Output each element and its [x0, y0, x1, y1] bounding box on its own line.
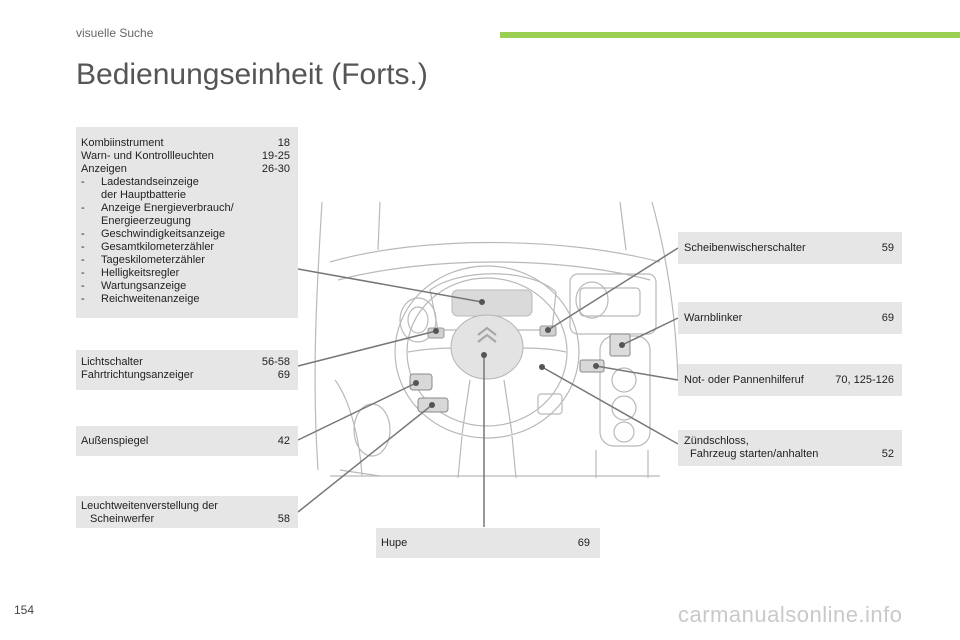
header-accent-bar	[500, 32, 960, 38]
ref-page: 18	[277, 137, 290, 149]
panel-lichtschalter: Lichtschalter 56-58 Fahrtrichtungsanzeig…	[76, 350, 298, 390]
ref-label: Fahrzeug starten/anhalten	[690, 448, 819, 460]
sub-item: -Helligkeitsregler	[81, 267, 180, 279]
panel-hupe: Hupe 69	[376, 528, 600, 558]
sub-item: -Wartungsanzeige	[81, 280, 187, 292]
ref-row: Fahrtrichtungsanzeiger 69	[81, 369, 290, 382]
sub-item: Energieerzeugung	[101, 215, 191, 227]
ref-label: Zündschloss,	[684, 435, 749, 447]
sub-item: -Geschwindigkeitsanzeige	[81, 228, 226, 240]
panel-scheibenwischerschalter: Scheibenwischerschalter 59	[678, 232, 902, 264]
ref-page: 58	[277, 513, 290, 525]
ref-label: Kombiinstrument	[81, 137, 164, 149]
ref-page: 69	[277, 369, 290, 381]
ref-row: Warnblinker 69	[684, 312, 894, 325]
ref-row: Not- oder Pannenhilferuf 70, 125-126	[684, 374, 894, 387]
panel-warnblinker: Warnblinker 69	[678, 302, 902, 334]
ref-row: Kombiinstrument 18	[81, 137, 290, 150]
ref-page: 59	[881, 242, 894, 254]
ref-row: Warn- und Kontrollleuchten 19-25	[81, 150, 290, 163]
panel-kombiinstrument: Kombiinstrument 18 Warn- und Kontrollleu…	[76, 127, 298, 318]
panel-aussenspiegel: Außenspiegel 42	[76, 426, 298, 456]
ref-page: 69	[881, 312, 894, 324]
ref-page: 56-58	[261, 356, 290, 368]
ref-row: Lichtschalter 56-58	[81, 356, 290, 369]
ref-label: Fahrtrichtungsanzeiger	[81, 369, 194, 381]
ref-page: 26-30	[261, 163, 290, 175]
ref-label: Warnblinker	[684, 312, 743, 324]
page-title: Bedienungseinheit (Forts.)	[76, 58, 428, 91]
ref-row: Scheibenwischerschalter 59	[684, 242, 894, 255]
sub-item: -Gesamtkilometerzähler	[81, 241, 215, 253]
ref-row: Außenspiegel 42	[81, 435, 290, 448]
sub-item: -Ladestandseinzeige	[81, 176, 199, 188]
ref-label: Scheinwerfer	[90, 513, 155, 525]
ref-row: Fahrzeug starten/anhalten 52	[684, 448, 894, 461]
sub-item: -Tageskilometerzähler	[81, 254, 205, 266]
section-header: visuelle Suche	[76, 26, 154, 40]
ref-label: Leuchtweitenverstellung der	[81, 500, 218, 512]
ref-label: Lichtschalter	[81, 356, 143, 368]
sub-item: -Reichweitenanzeige	[81, 293, 200, 305]
ref-page: 19-25	[261, 150, 290, 162]
ref-row: Scheinwerfer 58	[81, 513, 290, 526]
ref-page: 70, 125-126	[835, 374, 894, 386]
ref-page: 52	[881, 448, 894, 460]
ref-label: Außenspiegel	[81, 435, 149, 447]
sub-item: -Anzeige Energieverbrauch/	[81, 202, 234, 214]
ref-label: Anzeigen	[81, 163, 127, 175]
page-number: 154	[14, 603, 35, 617]
panel-leuchtweitenverstellung: Leuchtweitenverstellung der Scheinwerfer…	[76, 496, 298, 528]
panel-zuendschloss: Zündschloss, Fahrzeug starten/anhalten 5…	[678, 430, 902, 466]
ref-row: Hupe 69	[381, 537, 590, 550]
ref-page: 69	[577, 537, 590, 549]
sub-item: der Hauptbatterie	[101, 189, 186, 201]
watermark: carmanualsonline.info	[678, 602, 903, 627]
ref-label: Not- oder Pannenhilferuf	[684, 374, 804, 386]
panel-notruf: Not- oder Pannenhilferuf 70, 125-126	[678, 364, 902, 396]
ref-label: Hupe	[381, 537, 408, 549]
ref-row: Anzeigen 26-30	[81, 163, 290, 176]
ref-page: 42	[277, 435, 290, 447]
ref-label: Scheibenwischerschalter	[684, 242, 806, 254]
ref-label: Warn- und Kontrollleuchten	[81, 150, 214, 162]
